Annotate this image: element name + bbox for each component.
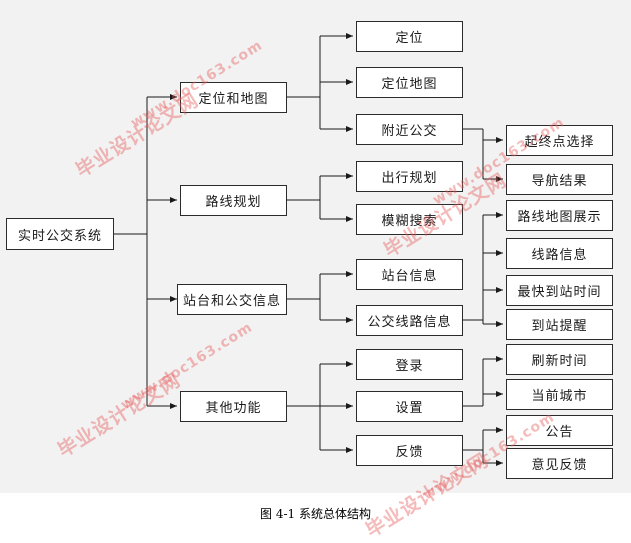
node-nearby-bus: 附近公交 [356, 114, 463, 145]
node-station-bus-info: 站台和公交信息 [177, 284, 287, 315]
node-start-end-select: 起终点选择 [506, 125, 613, 156]
node-refresh-time: 刷新时间 [506, 344, 613, 375]
node-login: 登录 [356, 349, 463, 380]
node-line-info: 线路信息 [506, 238, 613, 269]
node-feedback: 反馈 [356, 435, 463, 466]
node-root: 实时公交系统 [6, 218, 114, 250]
connector-lines [114, 33, 503, 466]
node-fastest-arrival: 最快到站时间 [506, 275, 613, 306]
node-settings: 设置 [356, 391, 463, 422]
node-route-map-display: 路线地图展示 [506, 200, 613, 231]
figure-caption: 图 4-1 系统总体结构 [260, 507, 371, 521]
node-announcement: 公告 [506, 415, 613, 446]
node-bus-line-info: 公交线路信息 [356, 305, 463, 336]
node-opinion-feedback: 意见反馈 [506, 448, 613, 479]
node-other-functions: 其他功能 [180, 391, 287, 422]
node-trip-planning: 出行规划 [356, 161, 463, 192]
node-locate-map: 定位地图 [356, 67, 463, 98]
node-fuzzy-search: 模糊搜索 [356, 204, 463, 235]
node-locate: 定位 [356, 21, 463, 52]
node-location-map: 定位和地图 [180, 82, 287, 113]
node-route-planning: 路线规划 [180, 185, 287, 216]
node-station-info: 站台信息 [356, 259, 463, 290]
node-nav-result: 导航结果 [506, 164, 613, 195]
node-current-city: 当前城市 [506, 379, 613, 410]
node-arrival-reminder: 到站提醒 [506, 309, 613, 340]
